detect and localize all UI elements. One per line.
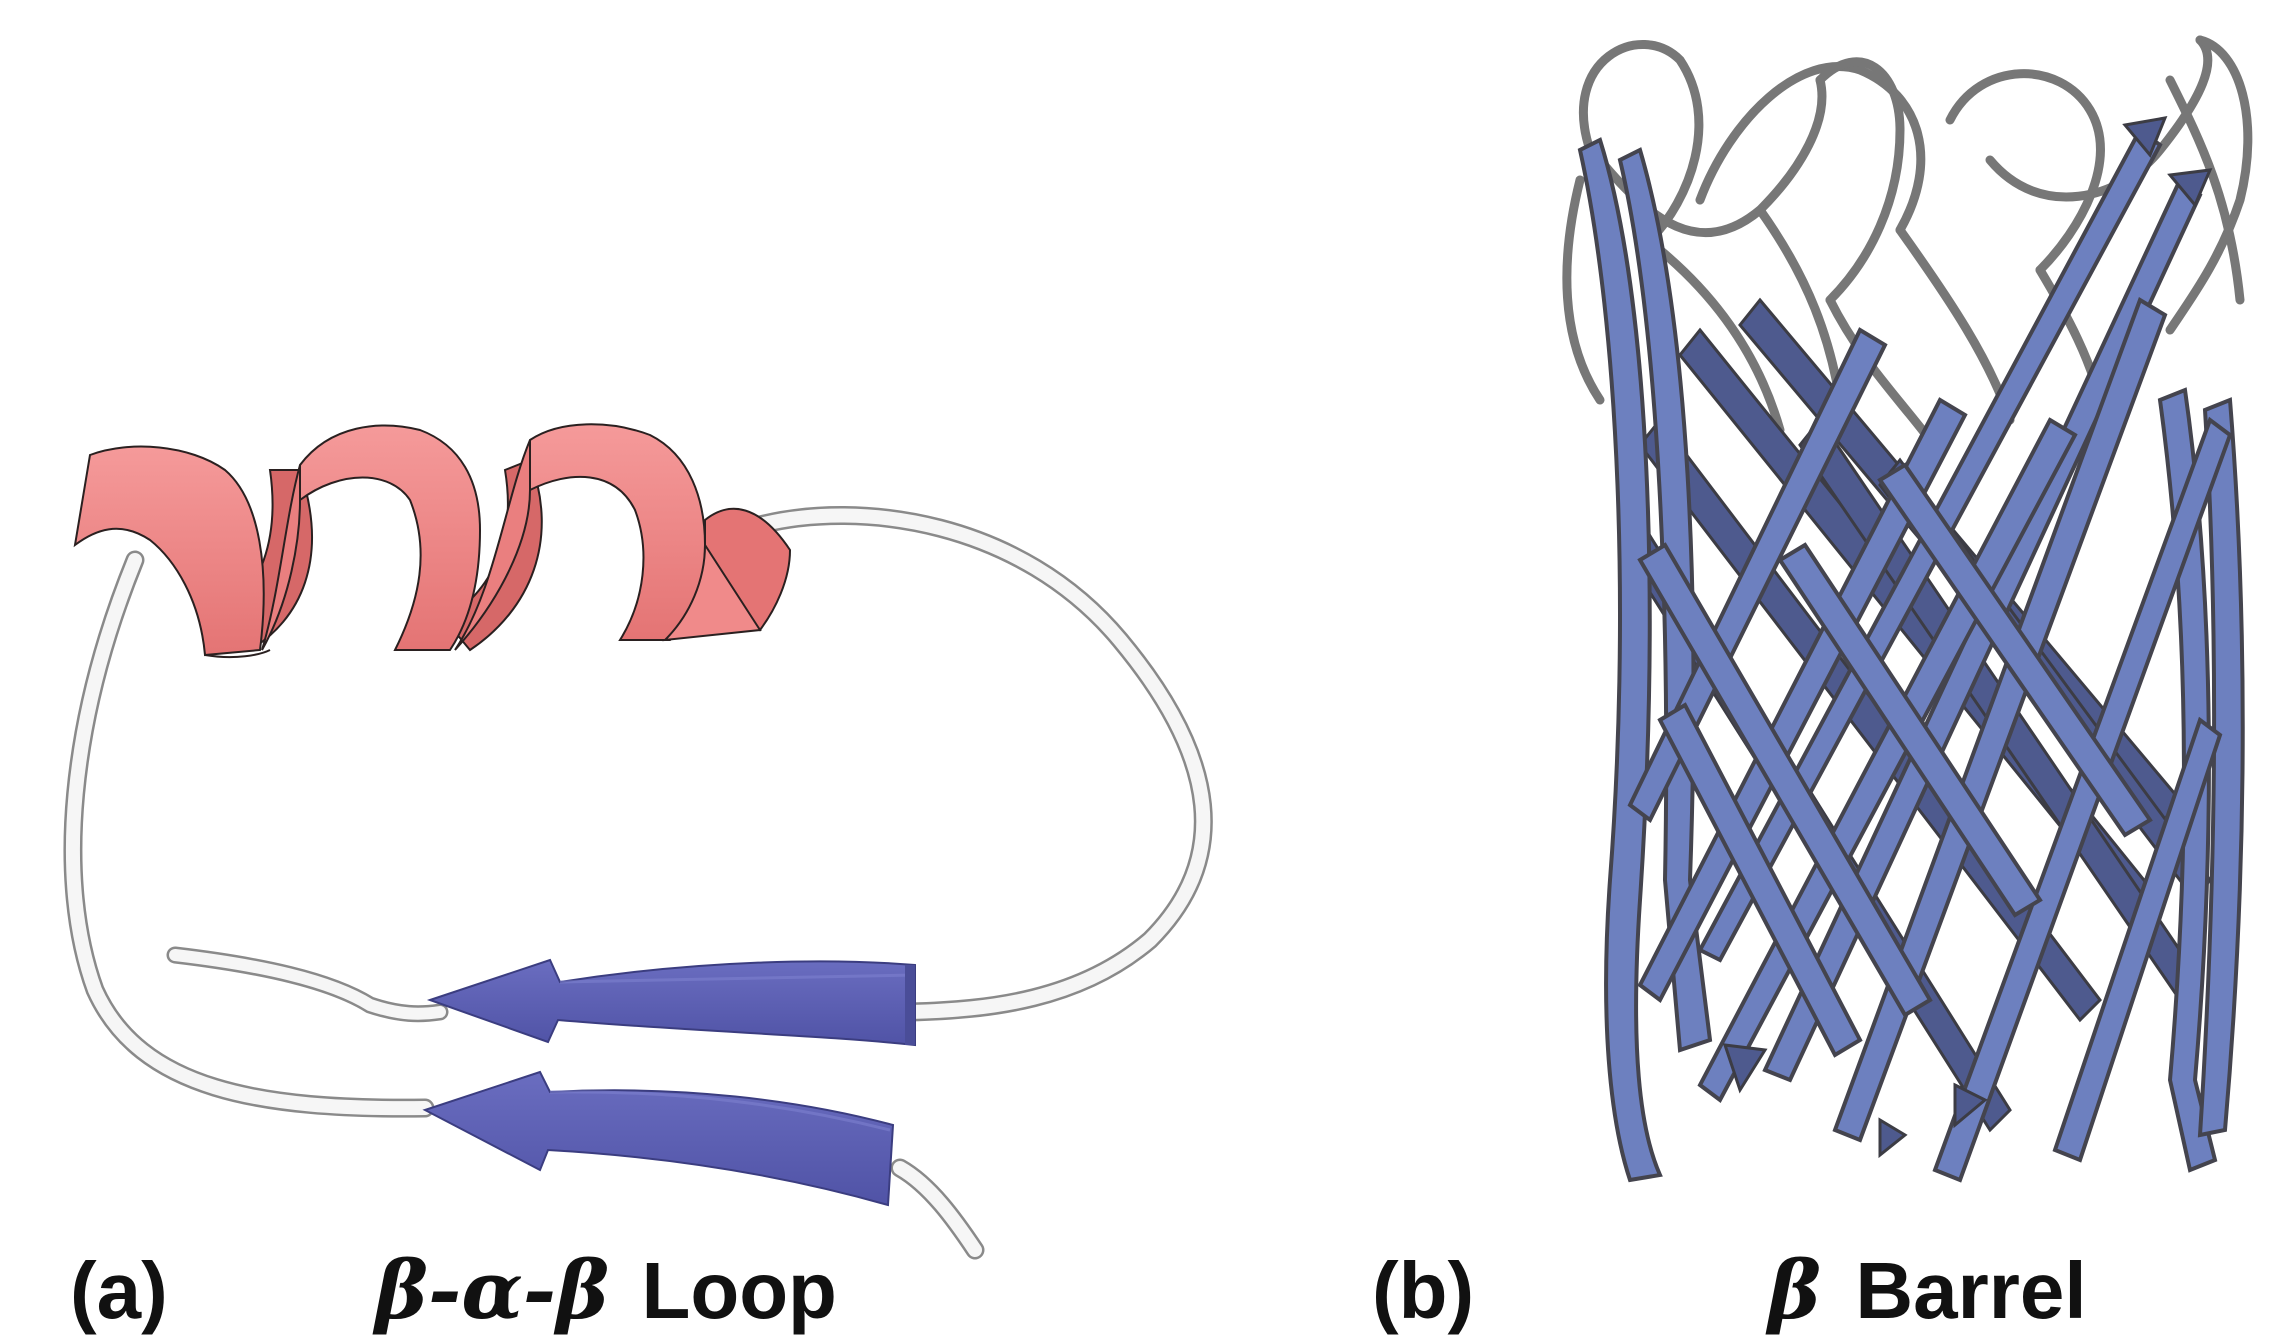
upper-tail-coil <box>166 946 449 1023</box>
beta-alpha-beta-loop-diagram <box>63 423 1213 1260</box>
barrel-front-strands <box>1577 127 2245 1183</box>
panel-a-title-text: Loop <box>641 1246 836 1335</box>
right-coil <box>750 506 1213 1022</box>
lower-tail-coil <box>890 1158 985 1260</box>
panel-b-title: β Barrel <box>1765 1243 2087 1337</box>
beta-barrel-diagram <box>1562 35 2253 1183</box>
panel-labels: (a) β-α-β Loop (b) β Barrel <box>70 1243 2087 1337</box>
upper-beta-strand <box>426 958 916 1047</box>
panel-a-title: β-α-β Loop <box>372 1243 837 1337</box>
panel-b-title-greek: β <box>1765 1243 1821 1337</box>
panel-b-letter: (b) <box>1372 1246 1474 1335</box>
left-coil <box>63 550 435 1118</box>
barrel-arrowheads <box>1722 116 2213 1159</box>
panel-a-title-greek: β-α-β <box>372 1243 609 1337</box>
panel-b-title-text: Barrel <box>1855 1246 2086 1335</box>
panel-a-letter: (a) <box>70 1246 168 1335</box>
lower-beta-strand <box>422 1070 895 1207</box>
alpha-helix <box>73 423 792 659</box>
